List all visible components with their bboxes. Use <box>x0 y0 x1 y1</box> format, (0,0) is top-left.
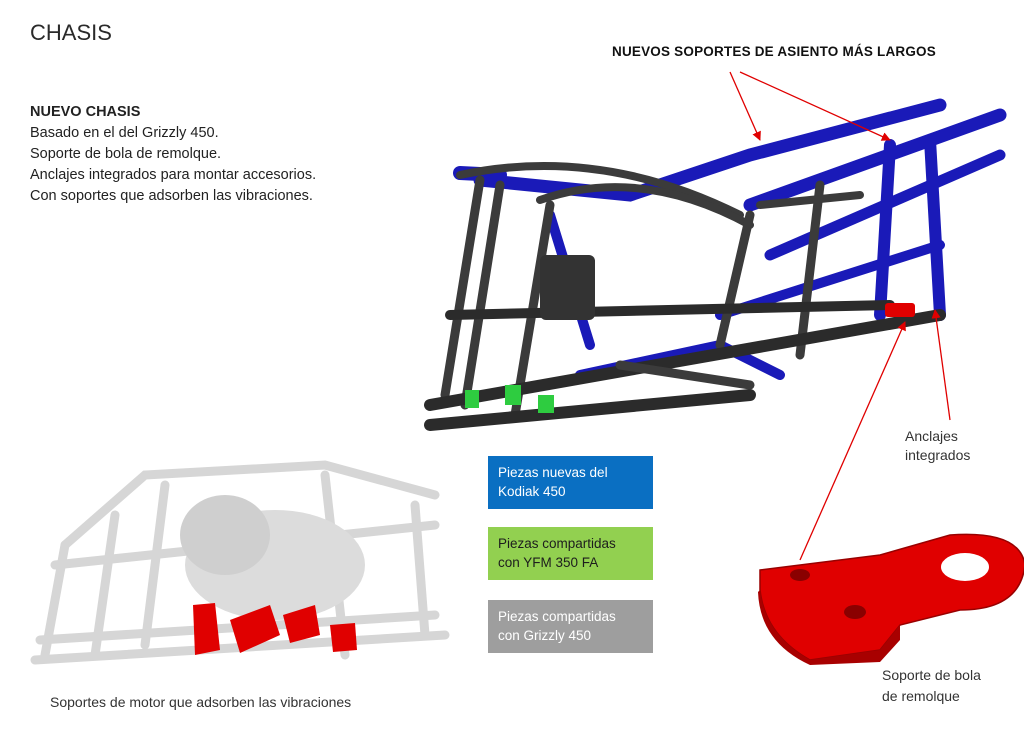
description-line: Anclajes integrados para montar accesori… <box>30 167 317 183</box>
legend-shared-grizzly: Piezas compartidas con Grizzly 450 <box>488 600 653 653</box>
description-block: NUEVO CHASIS Basado en el del Grizzly 45… <box>30 102 316 207</box>
legend-line: Kodiak 450 <box>498 484 566 499</box>
description-line: Con soportes que adsorben las vibracione… <box>30 188 313 204</box>
anchors-callout-line: integrados <box>905 447 971 463</box>
seat-supports-callout: NUEVOS SOPORTES DE ASIENTO MÁS LARGOS <box>612 44 936 59</box>
tow-ball-callout: Soporte de bola de remolque <box>882 665 981 707</box>
legend-line: con YFM 350 FA <box>498 555 599 570</box>
description-line: Basado en el del Grizzly 450. <box>30 125 219 141</box>
chassis-illustration <box>424 98 1007 431</box>
legend-new-parts: Piezas nuevas del Kodiak 450 <box>488 456 653 509</box>
tow-ball-support-illustration <box>758 533 1024 665</box>
legend-line: Piezas nuevas del <box>498 465 608 480</box>
legend-line: Piezas compartidas <box>498 609 616 624</box>
legend-line: Piezas compartidas <box>498 536 616 551</box>
page-title: CHASIS <box>30 20 112 45</box>
anchors-callout: Anclajes integrados <box>905 427 970 465</box>
engine-mounts-illustration <box>30 460 450 665</box>
legend-line: con Grizzly 450 <box>498 628 592 643</box>
anchors-callout-line: Anclajes <box>905 428 958 444</box>
description-heading: NUEVO CHASIS <box>30 104 141 120</box>
description-line: Soporte de bola de remolque. <box>30 146 222 162</box>
tow-ball-callout-line: de remolque <box>882 688 960 704</box>
engine-mounts-caption: Soportes de motor que adsorben las vibra… <box>50 694 352 710</box>
legend-shared-yfm: Piezas compartidas con YFM 350 FA <box>488 527 653 580</box>
tow-ball-callout-line: Soporte de bola <box>882 667 981 683</box>
